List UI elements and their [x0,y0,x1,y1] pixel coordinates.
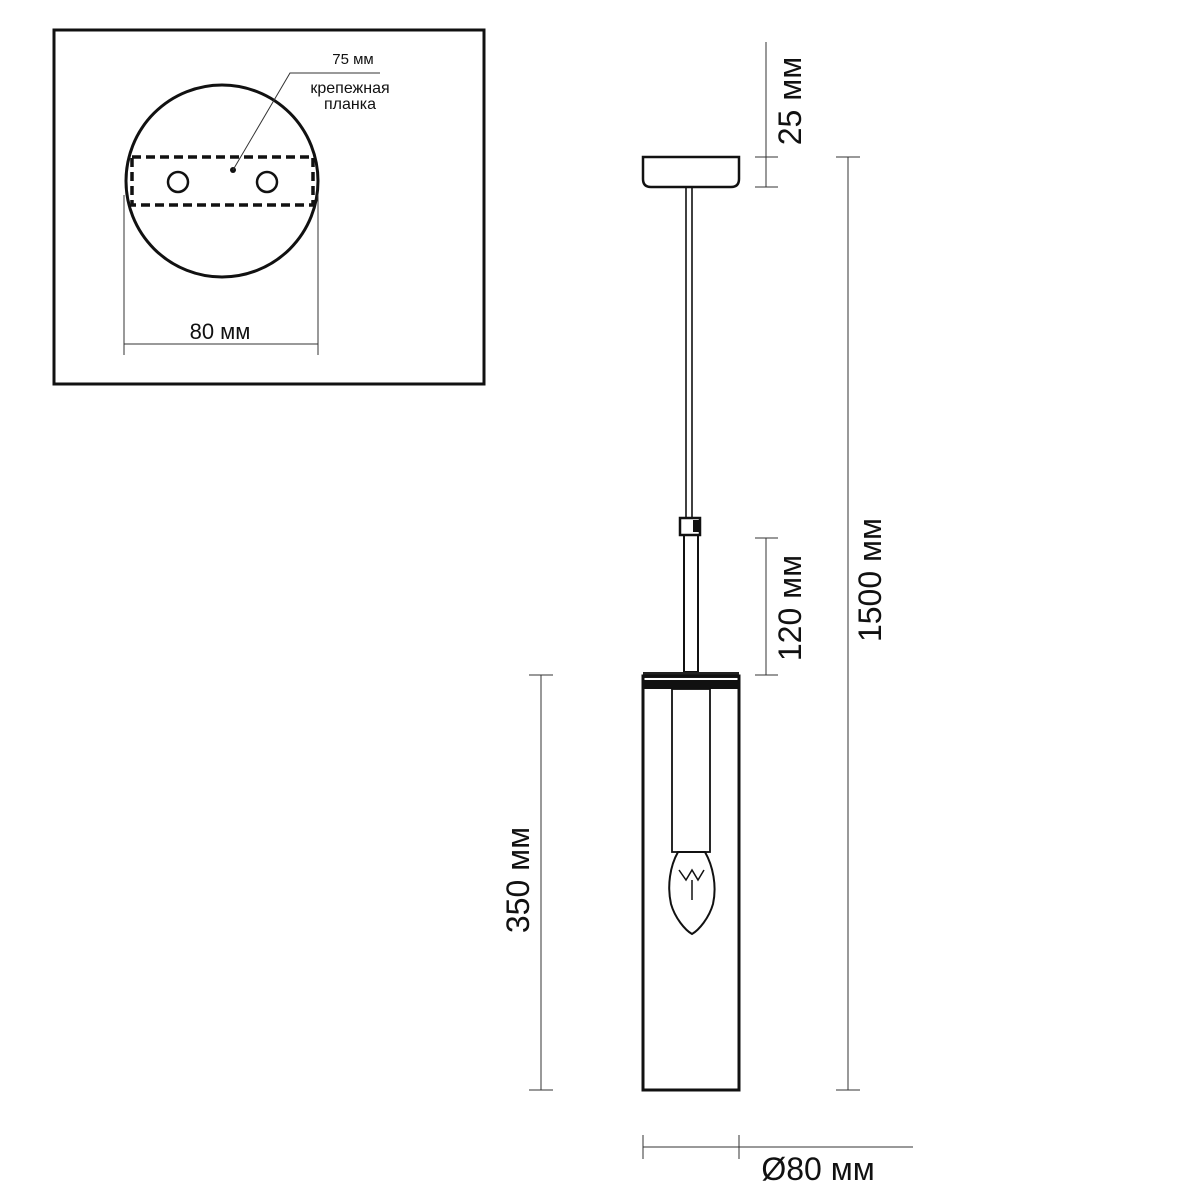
suspension-rod [683,534,699,673]
bracket-leader-line [232,72,380,171]
cable-clamp-screw [693,520,701,532]
glass-shade [641,674,741,1092]
lamp-holder [671,688,711,853]
dimension-shade-height: 350 мм [500,674,553,1091]
total-length-label: 1500 мм [852,518,888,642]
shade-diameter-label: Ø80 мм [761,1151,874,1187]
bracket-name-label-2: планка [324,96,376,113]
lamp-side-view [641,155,741,1092]
dimension-total-length: 1500 мм [836,156,888,1091]
canopy-height-label: 25 мм [772,57,808,145]
canopy-top-view-inset: 75 мм крепежная планка 80 мм [52,28,486,386]
rod-length-label: 120 мм [772,555,808,661]
canopy-circle [124,83,320,279]
bracket-width-label: 75 мм [332,51,373,68]
canopy-diameter-label: 80 мм [190,319,251,344]
shade-height-label: 350 мм [500,827,536,933]
ceiling-canopy [641,155,741,189]
dimension-shade-diameter: Ø80 мм [642,1135,913,1187]
dimension-rod-length: 120 мм [755,537,808,676]
shade-top-band [643,680,739,689]
bulb-filament [678,868,705,882]
candle-bulb [668,851,716,936]
bracket-name-label-1: крепежная [310,80,389,97]
dimension-canopy-height: 25 мм [755,42,808,188]
inset-frame [52,28,486,386]
bracket-hole-left [166,170,190,194]
bracket-hole-right [255,170,279,194]
mounting-bracket-dashed [130,155,315,207]
